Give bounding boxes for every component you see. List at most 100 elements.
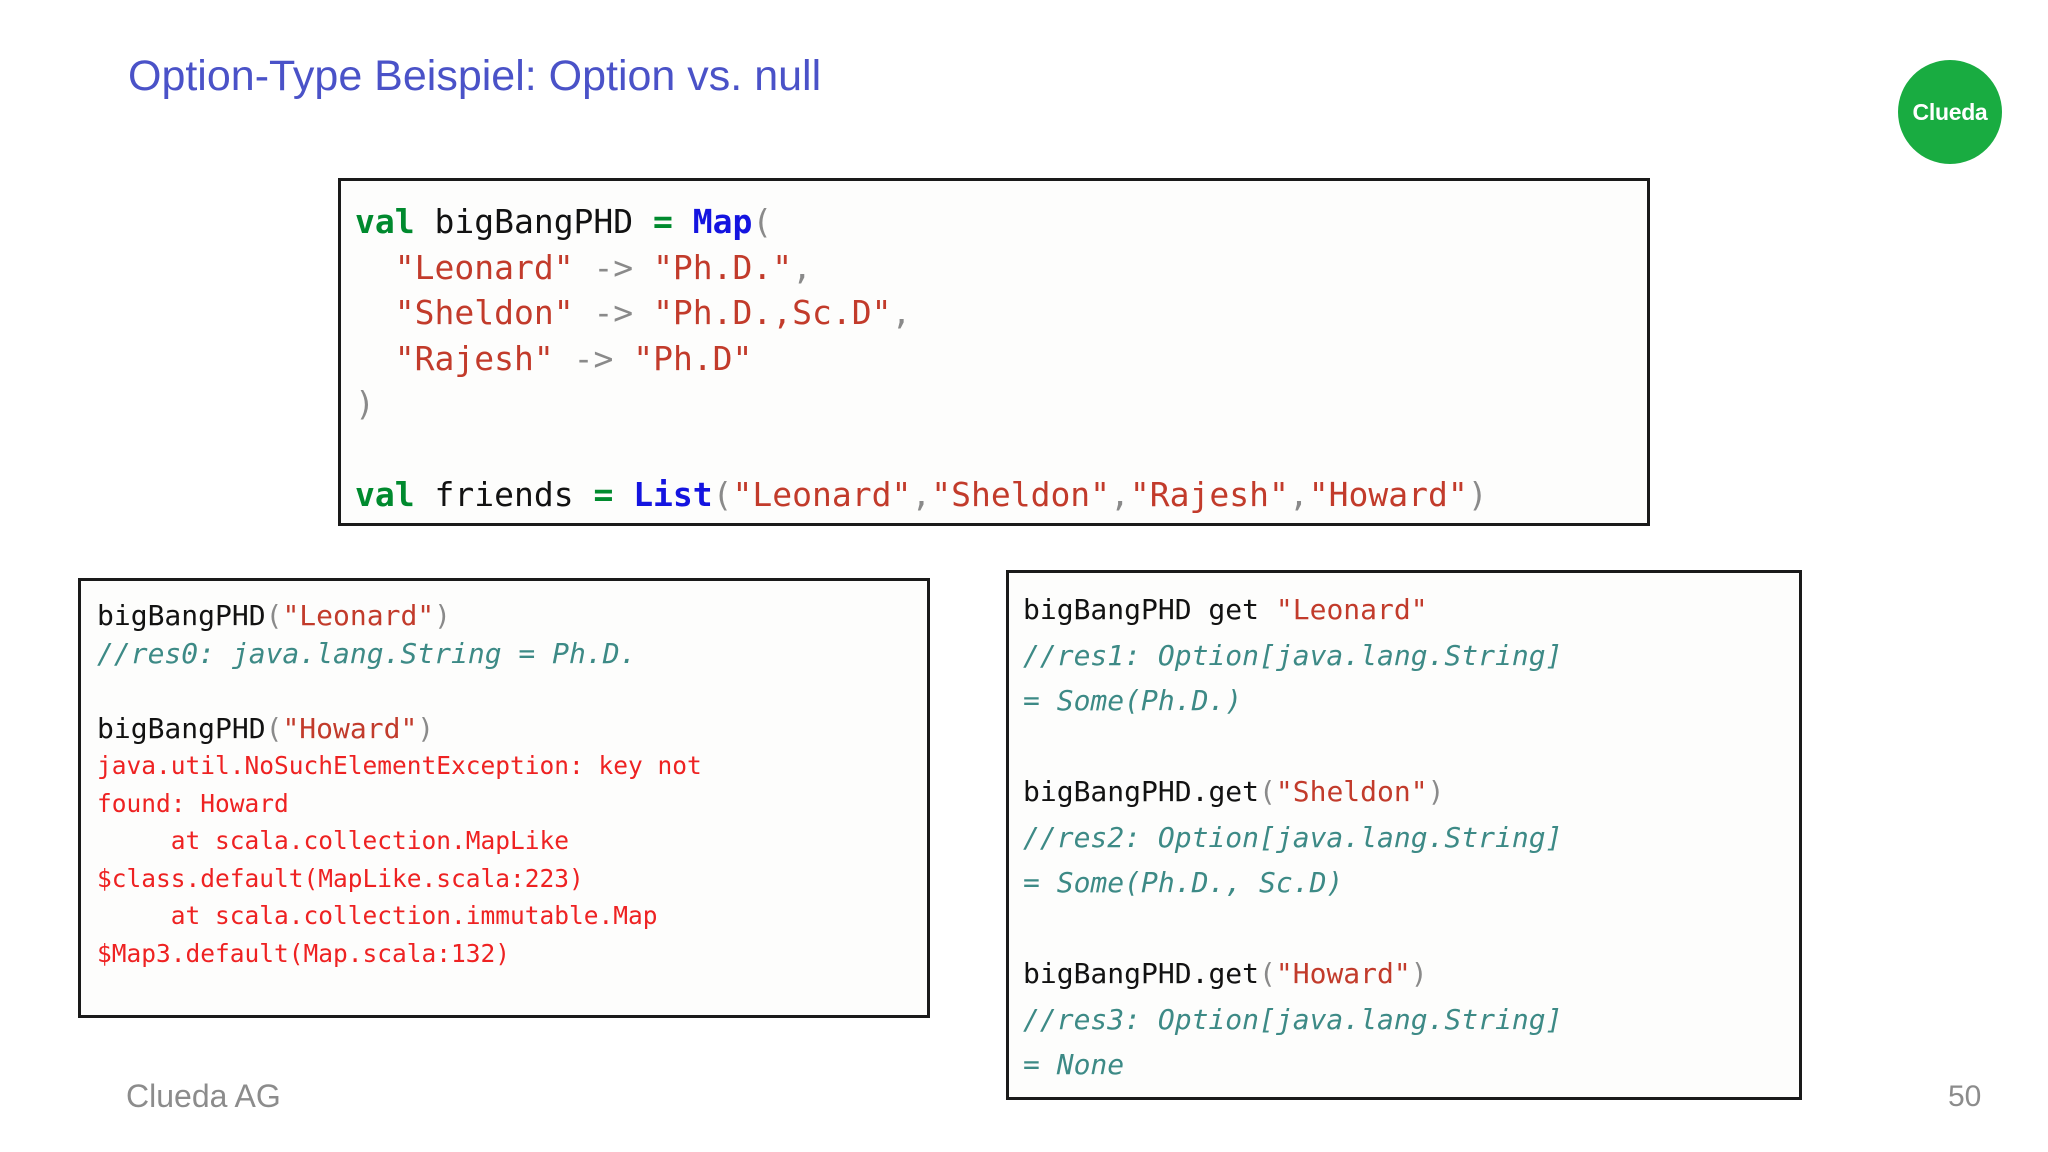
code-token-op: -> bbox=[593, 247, 634, 287]
code-token-comment: = Some(Ph.D., Sc.D) bbox=[1023, 866, 1344, 899]
code-token-plain: bigBangPHD bbox=[1023, 957, 1192, 990]
code-token-plain: get bbox=[1208, 775, 1260, 808]
code-token-plain bbox=[633, 293, 653, 332]
code-token-str: "Sheldon" bbox=[1275, 775, 1428, 808]
code-line: bigBangPHD.get("Sheldon") bbox=[1023, 769, 1799, 815]
code-token-err: $class.default(MapLike.scala:223) bbox=[97, 863, 584, 893]
code-block-option-get: bigBangPHD get "Leonard" //res1: Option[j… bbox=[1006, 570, 1802, 1100]
code-line: bigBangPHD("Leonard") bbox=[97, 597, 927, 635]
code-token-punct: ) bbox=[1427, 775, 1445, 808]
code-token-punct: ) bbox=[1410, 957, 1428, 990]
code-token-plain bbox=[355, 248, 395, 287]
code-token-comment: = None bbox=[1023, 1048, 1125, 1081]
code-token-str: "Ph.D" bbox=[633, 338, 753, 378]
code-token-err: at scala.collection.MapLike bbox=[97, 826, 570, 855]
code-token-punct: ) bbox=[417, 711, 435, 745]
code-token-plain: bigBangPHD bbox=[434, 202, 634, 241]
code-token-str: "Ph.D.,Sc.D" bbox=[653, 293, 892, 332]
code-token-comment: //res0: java.lang.String = Ph.D. bbox=[97, 636, 637, 670]
code-token-op: -> bbox=[573, 338, 614, 378]
code-token-str: "Leonard" bbox=[394, 247, 574, 287]
code-line: val bigBangPHD = Map( bbox=[355, 199, 1647, 245]
code-token-plain bbox=[633, 248, 653, 287]
code-line: "Sheldon" -> "Ph.D.,Sc.D", bbox=[355, 290, 1647, 336]
code-token-punct: ( bbox=[752, 202, 773, 241]
code-token-punct: , bbox=[1288, 475, 1309, 514]
code-line: java.util.NoSuchElementException: key no… bbox=[97, 747, 927, 785]
code-token-punct: ( bbox=[1259, 957, 1276, 990]
code-token-plain bbox=[574, 293, 594, 332]
code-token-str: "Leonard" bbox=[732, 475, 912, 514]
code-line: bigBangPHD("Howard") bbox=[97, 710, 927, 748]
code-line: //res2: Option[java.lang.String] bbox=[1023, 815, 1799, 861]
code-line: at scala.collection.immutable.Map bbox=[97, 897, 927, 935]
code-line: //res1: Option[java.lang.String] bbox=[1023, 633, 1799, 679]
code-block-null-access: bigBangPHD("Leonard")//res0: java.lang.S… bbox=[78, 578, 930, 1018]
code-token-punct: ( bbox=[265, 711, 283, 745]
code-token-comment: = Some(Ph.D.) bbox=[1023, 684, 1243, 717]
code-token-str: "Leonard" bbox=[1275, 593, 1428, 626]
code-token-plain bbox=[554, 339, 574, 378]
code-token-err: $Map3.default(Map.scala:132) bbox=[97, 938, 511, 968]
code-line: bigBangPHD get "Leonard" bbox=[1023, 587, 1799, 633]
code-line: $class.default(MapLike.scala:223) bbox=[97, 860, 927, 898]
code-token-kw: val bbox=[355, 475, 415, 514]
code-token-plain bbox=[613, 475, 633, 514]
code-token-str: "Howard" bbox=[1275, 957, 1411, 990]
code-token-comment: //res2: Option[java.lang.String] bbox=[1023, 820, 1563, 854]
code-token-punct: ) bbox=[434, 599, 452, 632]
code-token-plain: get bbox=[1208, 957, 1260, 990]
code-token-plain: friends bbox=[434, 475, 574, 514]
code-line: val friends = List("Leonard","Sheldon","… bbox=[355, 472, 1647, 518]
code-line: "Rajesh" -> "Ph.D" bbox=[355, 336, 1647, 382]
code-token-punct: , bbox=[911, 475, 932, 514]
code-token-punct: ) bbox=[355, 384, 375, 423]
code-token-err: found: Howard bbox=[97, 788, 289, 818]
code-line: = Some(Ph.D.) bbox=[1023, 678, 1799, 724]
code-token-str: "Rajesh" bbox=[1129, 475, 1289, 514]
code-line: ) bbox=[355, 381, 1647, 427]
code-token-plain bbox=[574, 248, 594, 287]
code-token-plain: bigBangPHD get bbox=[1023, 593, 1276, 626]
code-token-plain bbox=[673, 202, 693, 241]
code-token-plain bbox=[355, 339, 395, 378]
code-line: //res3: Option[java.lang.String] bbox=[1023, 997, 1799, 1043]
code-token-plain: bigBangPHD bbox=[1023, 775, 1192, 808]
code-token-type: List bbox=[633, 475, 713, 514]
code-token-str: "Sheldon" bbox=[931, 475, 1111, 514]
code-token-eq: = bbox=[593, 475, 614, 514]
code-token-punct: , bbox=[891, 293, 912, 332]
clueda-logo: Clueda bbox=[1898, 60, 2002, 164]
code-token-plain bbox=[633, 202, 653, 241]
code-token-punct: ( bbox=[1259, 775, 1276, 808]
code-line: at scala.collection.MapLike bbox=[97, 822, 927, 860]
code-token-plain bbox=[613, 339, 633, 378]
code-token-plain bbox=[574, 475, 594, 514]
code-token-plain bbox=[415, 202, 435, 241]
code-token-eq: = bbox=[653, 202, 673, 241]
logo-label: Clueda bbox=[1912, 98, 1988, 125]
code-token-type: Map bbox=[692, 202, 753, 241]
code-token-plain: . bbox=[1191, 957, 1209, 990]
code-token-punct: , bbox=[1110, 475, 1130, 514]
code-token-comment: //res1: Option[java.lang.String] bbox=[1023, 638, 1563, 672]
code-line: = Some(Ph.D., Sc.D) bbox=[1023, 860, 1799, 906]
code-token-punct: ) bbox=[1467, 475, 1488, 514]
code-token-kw: val bbox=[355, 202, 415, 241]
page-number: 50 bbox=[1948, 1080, 1982, 1113]
code-line: $Map3.default(Map.scala:132) bbox=[97, 935, 927, 973]
code-token-comment: //res3: Option[java.lang.String] bbox=[1023, 1002, 1563, 1036]
code-token-punct: , bbox=[792, 247, 813, 287]
code-token-plain: bigBangPHD bbox=[97, 711, 266, 745]
page-title: Option-Type Beispiel: Option vs. null bbox=[128, 52, 822, 100]
code-line: "Leonard" -> "Ph.D.", bbox=[355, 245, 1647, 291]
code-token-punct: ( bbox=[712, 475, 733, 514]
code-line: = None bbox=[1023, 1042, 1799, 1088]
code-token-err: java.util.NoSuchElementException: key no… bbox=[97, 751, 702, 780]
code-token-str: "Sheldon" bbox=[394, 293, 574, 332]
code-token-str: "Howard" bbox=[1308, 475, 1468, 514]
footer-company: Clueda AG bbox=[126, 1078, 281, 1114]
code-token-plain: . bbox=[1191, 775, 1209, 808]
code-token-str: "Rajesh" bbox=[394, 338, 554, 378]
